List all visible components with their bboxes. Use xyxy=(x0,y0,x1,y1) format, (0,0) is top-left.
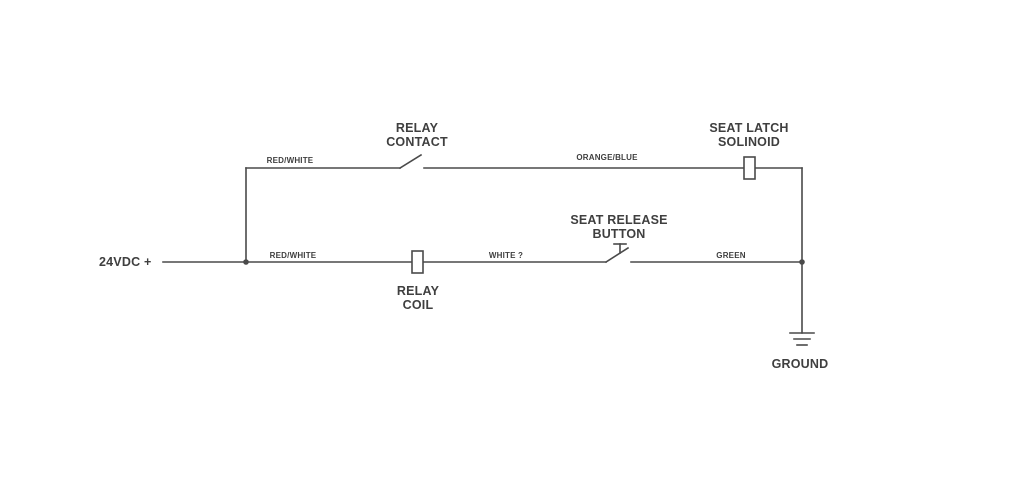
wire-label-bottom-right: GREEN xyxy=(716,251,745,260)
relay-contact-switch xyxy=(398,153,423,170)
seat-release-button-label-line1: SEAT RELEASE xyxy=(570,213,667,227)
relay-coil-label-line1: RELAY xyxy=(397,284,440,298)
relay-coil-label-line2: COIL xyxy=(403,298,434,312)
seat-latch-solenoid-label-line1: SEAT LATCH xyxy=(709,121,788,135)
seat-release-switch xyxy=(604,246,630,264)
ground-icon xyxy=(789,332,815,346)
right-junction-node xyxy=(799,259,805,265)
supply-label: 24VDC + xyxy=(99,255,151,269)
left-junction-node xyxy=(243,259,249,265)
seat-release-button-label-line2: BUTTON xyxy=(592,227,645,241)
relay-coil-symbol xyxy=(411,250,424,274)
relay-contact-label-line1: RELAY xyxy=(396,121,439,135)
seat-latch-solenoid-symbol xyxy=(743,156,756,180)
relay-contact-label-line2: CONTACT xyxy=(386,135,448,149)
wire-label-top-left: RED/WHITE xyxy=(267,156,314,165)
ground-label: GROUND xyxy=(772,357,829,371)
wire-label-bottom-middle: WHITE ? xyxy=(489,251,523,260)
wire-label-bottom-left: RED/WHITE xyxy=(270,251,317,260)
wire-label-top-right: ORANGE/BLUE xyxy=(576,153,638,162)
seat-latch-solenoid-label-line2: SOLINOID xyxy=(718,135,780,149)
